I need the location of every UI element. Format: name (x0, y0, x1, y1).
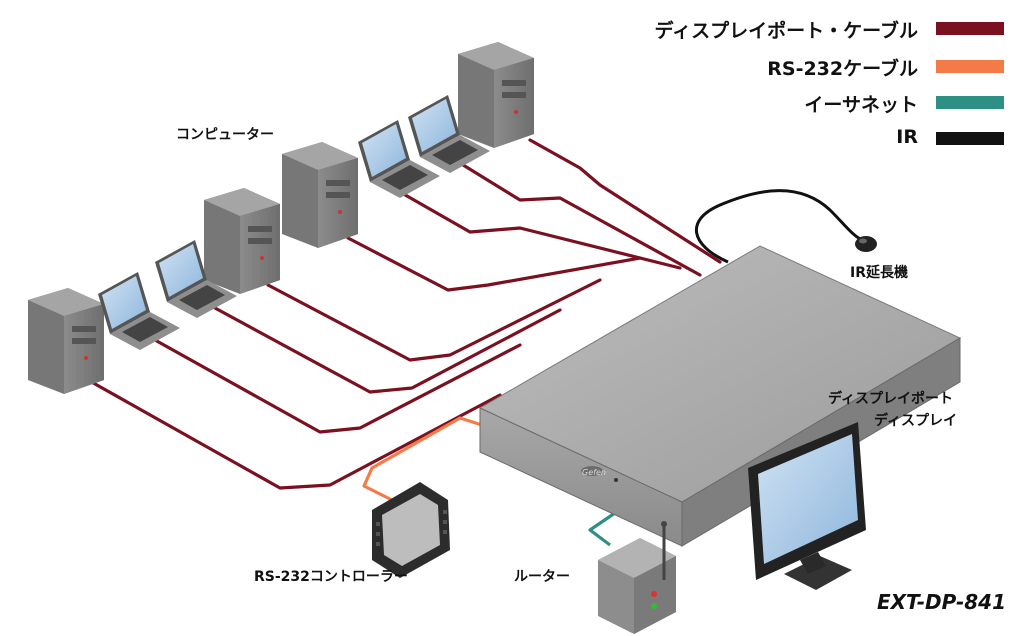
label-computers: コンピューター (176, 127, 274, 143)
model-number: EXT-DP-841 (876, 590, 1006, 614)
rs232-cable (362, 416, 483, 502)
laptop-2 (155, 240, 237, 318)
dp-cable-3 (213, 306, 562, 394)
tower-computer-1 (28, 288, 104, 394)
tower-computer-4 (458, 42, 534, 148)
ir-cable (694, 189, 863, 264)
legend-swatch-ir (936, 132, 1004, 145)
legend-swatch-rs232 (936, 60, 1004, 73)
laptop-4 (408, 95, 490, 173)
label-ir-extender: IR延長機 (850, 265, 908, 281)
router-device (598, 521, 676, 634)
dp-cable-4 (266, 278, 602, 362)
dp-cable-2 (153, 338, 522, 434)
label-display-line2: ディスプレイ (874, 413, 958, 429)
legend-label-displayport: ディスプレイポート・ケーブル (654, 20, 918, 42)
laptop-1 (98, 272, 180, 350)
displayport-monitor (748, 422, 866, 590)
tower-computer-3 (282, 142, 358, 248)
tower-computer-2 (204, 188, 280, 294)
ir-extender-device (855, 236, 877, 252)
dp-cable-6 (398, 190, 682, 270)
dp-cable-5 (346, 236, 642, 292)
legend-swatch-displayport (936, 22, 1004, 35)
legend-label-rs232: RS-232ケーブル (767, 58, 918, 80)
label-rs232-controller: RS-232コントローラー (254, 569, 408, 585)
legend-swatch-ethernet (936, 96, 1004, 109)
legend-label-ir: IR (896, 126, 918, 148)
rs232-controller-device (372, 482, 450, 578)
legend-label-ethernet: イーサネット (804, 94, 918, 116)
displayport-cables (86, 138, 792, 490)
dp-cable-7 (453, 158, 702, 277)
label-display-line1: ディスプレイポート (828, 391, 954, 407)
brand-logo: Gefen (582, 468, 606, 477)
dp-cable-1 (86, 378, 502, 490)
label-router: ルーター (514, 569, 570, 585)
laptop-3 (358, 120, 440, 198)
dp-cable-8 (528, 138, 722, 264)
